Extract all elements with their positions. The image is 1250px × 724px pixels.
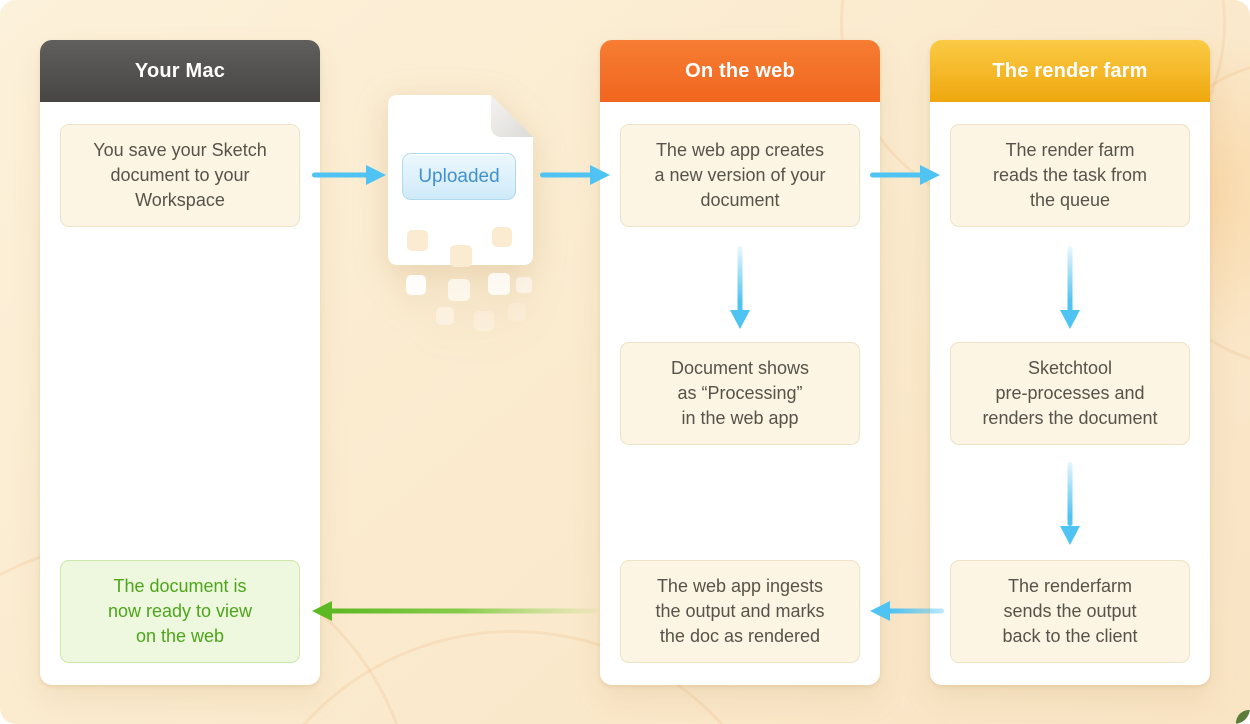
step-box-processing: Document shows as “Processing” in the we… xyxy=(620,342,860,445)
result-box-ready-to-view: The document is now ready to view on the… xyxy=(60,560,300,663)
column-header-on-the-web: On the web xyxy=(600,40,880,102)
step-box-sketchtool-renders: Sketchtool pre-processes and renders the… xyxy=(950,342,1190,445)
step-box-reads-task: The render farm reads the task from the … xyxy=(950,124,1190,227)
column-on-the-web: On the web The web app creates a new ver… xyxy=(600,40,880,685)
step-box-ingests-output: The web app ingests the output and marks… xyxy=(620,560,860,663)
column-header-your-mac: Your Mac xyxy=(40,40,320,102)
column-header-render-farm: The render farm xyxy=(930,40,1210,102)
corner-accent xyxy=(1236,710,1250,724)
arrow-save-to-upload xyxy=(312,165,386,185)
column-your-mac: Your Mac You save your Sketch document t… xyxy=(40,40,320,685)
column-render-farm: The render farm The render farm reads th… xyxy=(930,40,1210,685)
step-box-creates-version: The web app creates a new version of you… xyxy=(620,124,860,227)
step-box-sends-output: The renderfarm sends the output back to … xyxy=(950,560,1190,663)
uploaded-document-icon: Uploaded xyxy=(388,95,533,340)
uploaded-badge: Uploaded xyxy=(402,153,516,200)
step-box-save-document: You save your Sketch document to your Wo… xyxy=(60,124,300,227)
arrow-rendered-to-mac xyxy=(312,601,598,621)
document-page-icon xyxy=(388,95,533,331)
